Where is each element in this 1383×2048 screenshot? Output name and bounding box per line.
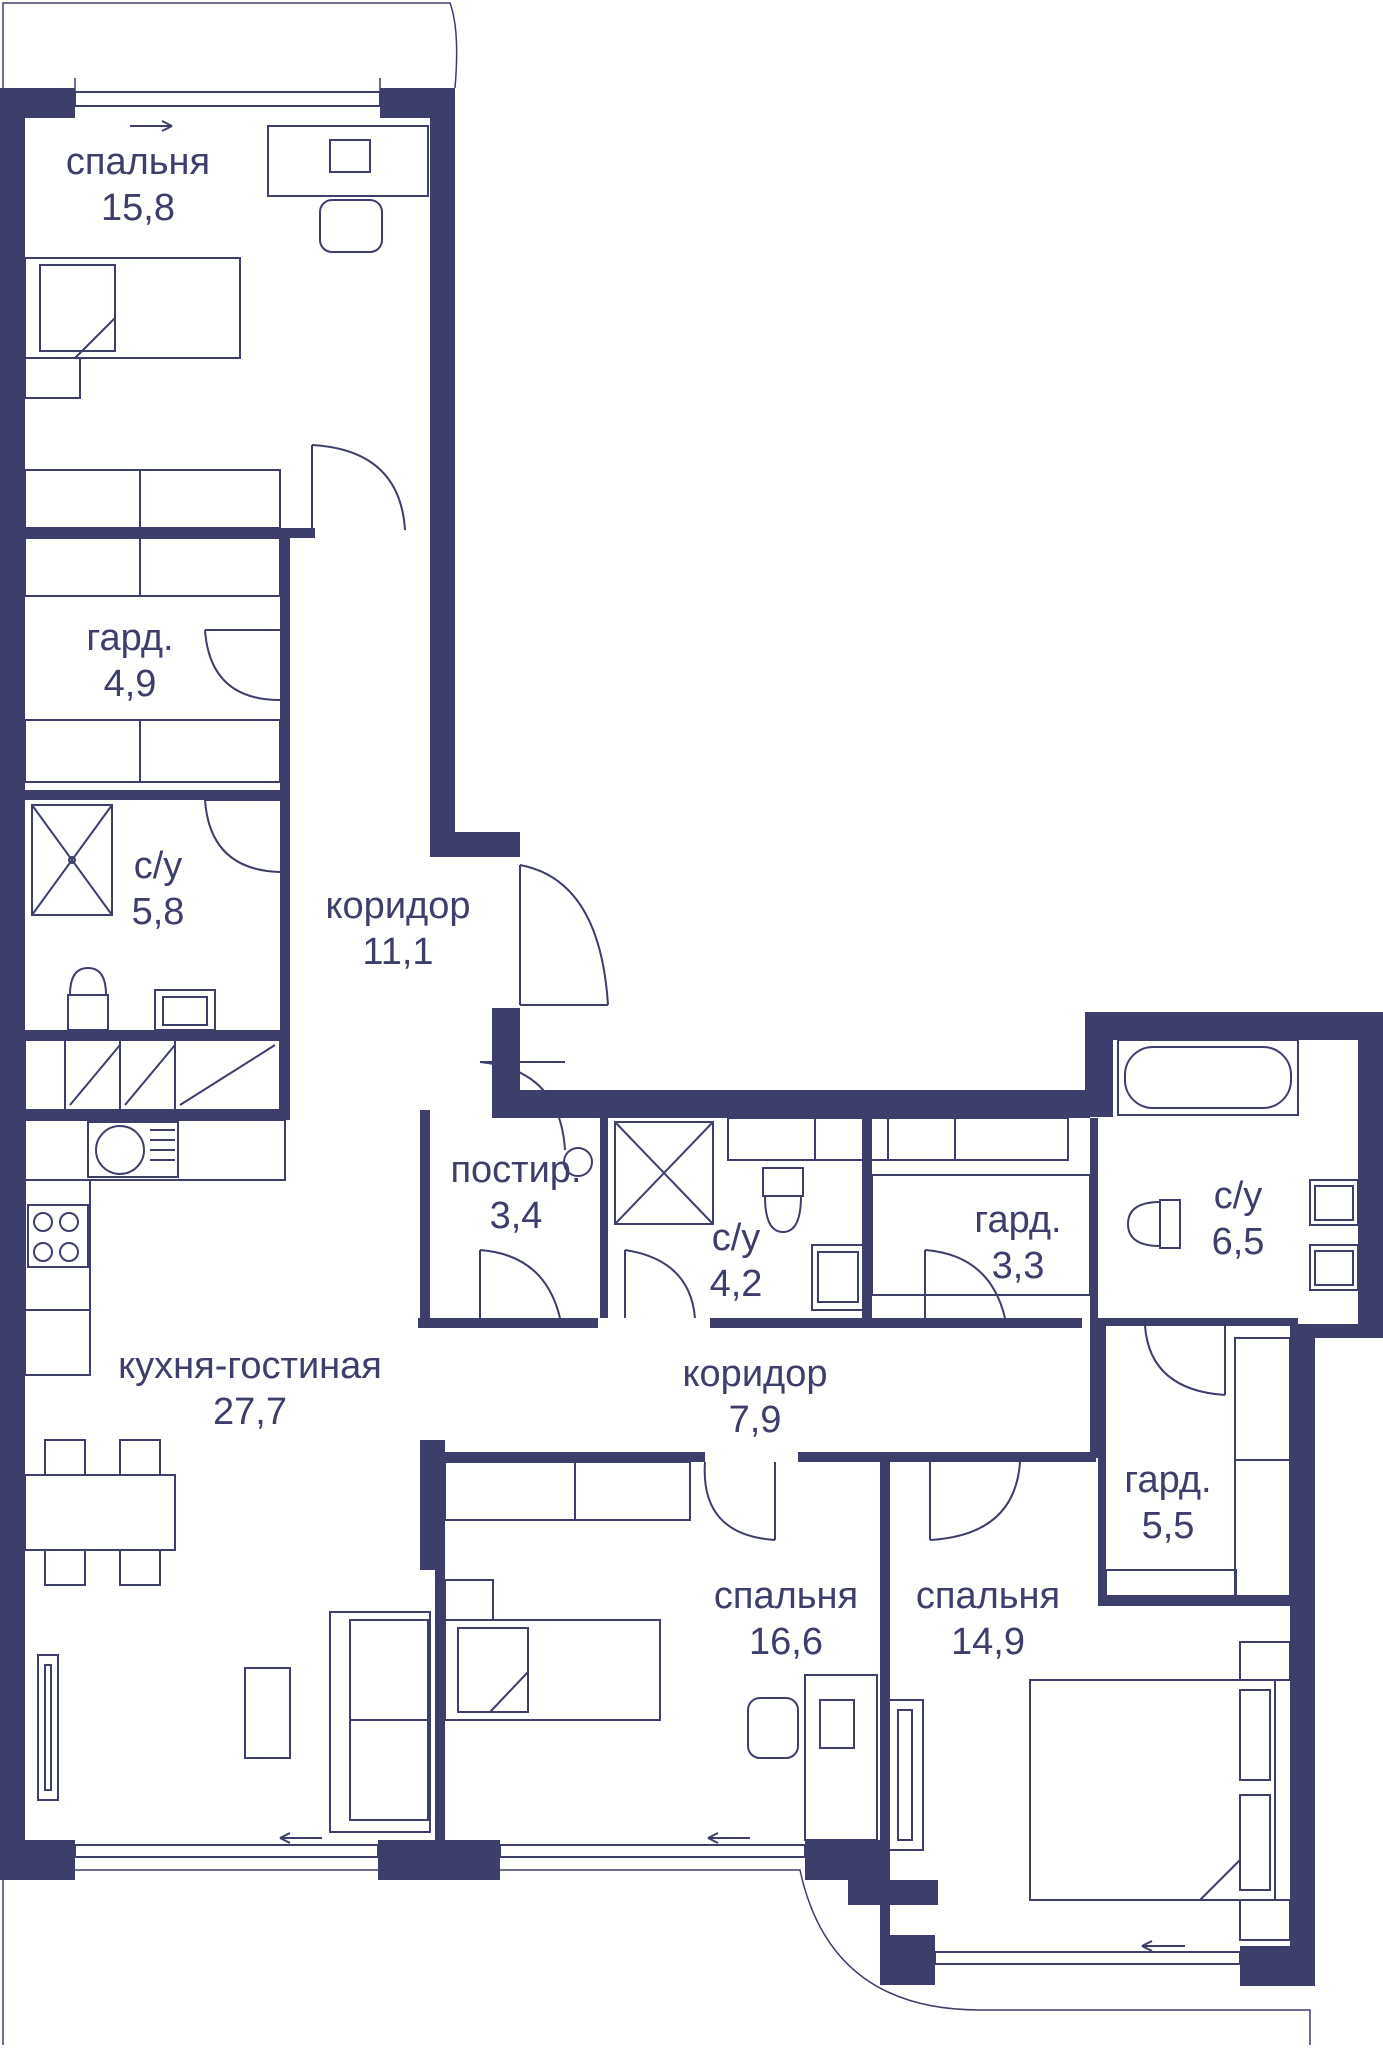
- room-area: 3,4: [490, 1195, 543, 1237]
- room-area: 16,6: [749, 1621, 823, 1663]
- dining-table-icon: [24, 1439, 176, 1586]
- toilet-icon: [762, 1167, 804, 1234]
- room-name: с/у: [134, 845, 183, 887]
- bathtub-icon: [1117, 1039, 1299, 1116]
- wardrobe-icon: [444, 1461, 691, 1521]
- room-area: 27,7: [213, 1391, 287, 1433]
- room-area: 4,2: [710, 1263, 763, 1305]
- room-name: с/у: [712, 1217, 761, 1259]
- room-name: спальня: [916, 1575, 1060, 1617]
- room-name: с/у: [1214, 1175, 1263, 1217]
- window-icon: [74, 91, 1241, 1965]
- shower-icon: [31, 804, 113, 916]
- shower-icon: [614, 1121, 714, 1225]
- storage-icon: [727, 1117, 1091, 1296]
- room-area: 7,9: [729, 1399, 782, 1441]
- room-area: 5,8: [132, 891, 185, 933]
- room-name: спальня: [66, 141, 210, 183]
- room-name: спальня: [714, 1575, 858, 1617]
- toilet-icon: [1126, 1199, 1181, 1249]
- stove-icon: [27, 1204, 89, 1268]
- room-area: 5,5: [1142, 1505, 1195, 1547]
- room-labels: спальня 15,8 гард. 4,9 с/у 5,8 коридор 1…: [66, 141, 1265, 1663]
- sofa-icon: [329, 1611, 431, 1833]
- room-name: коридор: [683, 1353, 828, 1395]
- room-name: гард.: [974, 1199, 1061, 1241]
- bed-icon: [1029, 1641, 1291, 1941]
- room-name: гард.: [1124, 1459, 1211, 1501]
- coffee-table-icon: [244, 1667, 291, 1759]
- desk-icon: [267, 125, 429, 197]
- room-area: 4,9: [104, 663, 157, 705]
- room-area: 15,8: [101, 187, 175, 229]
- room-name: коридор: [326, 885, 471, 927]
- desk-icon: [804, 1674, 878, 1841]
- wardrobe-icon: [24, 469, 281, 783]
- window-arrow: [130, 120, 1185, 1952]
- bed-icon: [24, 257, 241, 399]
- sink-icon: [1309, 1179, 1359, 1291]
- wardrobe-icon: [1105, 1337, 1291, 1597]
- laundry-icon: [563, 1147, 593, 1177]
- tv-icon: [887, 1699, 924, 1851]
- room-area: 11,1: [362, 931, 433, 973]
- chair-icon: [319, 199, 383, 253]
- sink-icon: [811, 1244, 865, 1311]
- tv-icon: [37, 1654, 59, 1801]
- storage-icon: [24, 1039, 281, 1111]
- sink-icon: [154, 989, 216, 1031]
- room-area: 6,5: [1212, 1221, 1265, 1263]
- room-name: кухня-гостиная: [118, 1345, 382, 1387]
- toilet-icon: [67, 966, 109, 1031]
- room-name: гард.: [86, 617, 173, 659]
- walls: [0, 88, 1383, 1986]
- chair-icon: [747, 1697, 799, 1759]
- washer-icon: [87, 1121, 179, 1178]
- room-area: 3,3: [992, 1245, 1045, 1287]
- bed-icon: [444, 1579, 661, 1721]
- door-icon: [204, 444, 1226, 1541]
- room-area: 14,9: [951, 1621, 1025, 1663]
- room-name: постир.: [450, 1149, 581, 1191]
- kitchen-counter: [24, 1119, 286, 1376]
